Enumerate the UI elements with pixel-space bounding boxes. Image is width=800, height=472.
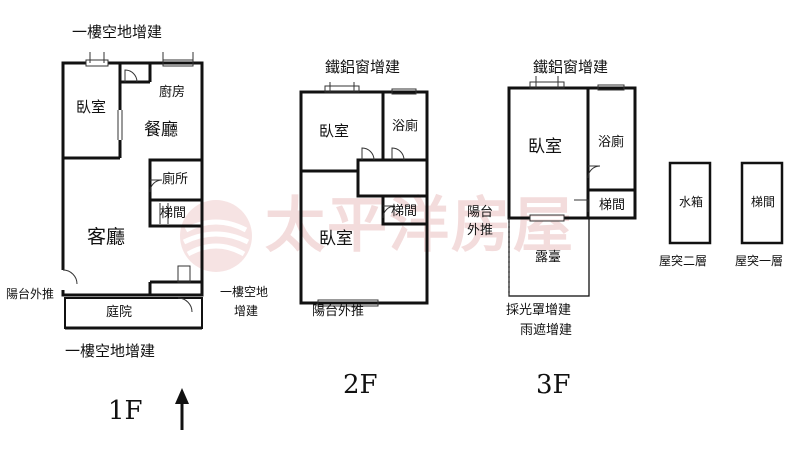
f3-room-terrace: 露臺 bbox=[535, 250, 562, 265]
roof1-stairs-outline bbox=[740, 161, 784, 245]
f2-top-note: 鐵鋁窗增建 bbox=[325, 58, 401, 76]
north-arrow-icon bbox=[175, 388, 189, 430]
f2-room-bedroom-top: 臥室 bbox=[319, 122, 350, 140]
f3-floor-label: 3F bbox=[536, 370, 571, 400]
f3-bottom-note-1: 採光罩增建 bbox=[506, 303, 572, 318]
roof1-caption: 屋突一層 bbox=[735, 254, 784, 268]
f1-courtyard-wall bbox=[64, 297, 203, 329]
f3-side-note-2: 外推 bbox=[467, 223, 494, 238]
watermark-logo-icon bbox=[180, 200, 252, 272]
f1-room-kitchen: 廚房 bbox=[159, 85, 186, 100]
f1-left-note: 陽台外推 bbox=[6, 287, 55, 301]
f2-room-stairs: 梯間 bbox=[391, 204, 418, 219]
f2-room-bathroom: 浴廁 bbox=[392, 119, 419, 134]
f3-bottom-note-2: 雨遮增建 bbox=[520, 323, 573, 338]
f2-floor-label: 2F bbox=[343, 370, 378, 400]
roof2-room-tank: 水箱 bbox=[679, 195, 704, 209]
f3-side-note-1: 陽台 bbox=[467, 205, 494, 220]
f1-room-courtyard: 庭院 bbox=[106, 305, 133, 320]
f1-room-bedroom: 臥室 bbox=[76, 98, 107, 116]
f1-room-living: 客廳 bbox=[87, 226, 126, 248]
roof2-tank-outline bbox=[668, 161, 712, 245]
f1-floor-label: 1F bbox=[108, 396, 143, 426]
f3-room-bathroom: 浴廁 bbox=[598, 135, 625, 150]
roof2-caption: 屋突二層 bbox=[659, 254, 708, 268]
f2-bottom-note: 陽台外推 bbox=[312, 304, 365, 319]
f2-stairs-wall bbox=[356, 158, 429, 198]
f1-top-note: 一樓空地增建 bbox=[72, 23, 163, 41]
f1-stairs-wall bbox=[148, 198, 204, 228]
f1-room-stairs: 梯間 bbox=[160, 206, 187, 221]
f1-right-note-1: 一樓空地 bbox=[220, 285, 269, 299]
f1-right-note-2: 增建 bbox=[234, 304, 259, 318]
f3-top-note: 鐵鋁窗增建 bbox=[533, 58, 609, 76]
f1-bottom-note: 一樓空地增建 bbox=[65, 342, 156, 360]
f3-room-stairs: 梯間 bbox=[599, 198, 626, 213]
f2-room-bedroom-bottom: 臥室 bbox=[319, 229, 353, 249]
roof1-room-stairs: 梯間 bbox=[751, 195, 776, 209]
watermark-text: 太平洋房屋 bbox=[265, 191, 575, 261]
f1-room-toilet: 廁所 bbox=[162, 172, 189, 187]
f1-room-dining: 餐廳 bbox=[144, 120, 178, 140]
f3-room-bedroom: 臥室 bbox=[528, 137, 562, 157]
